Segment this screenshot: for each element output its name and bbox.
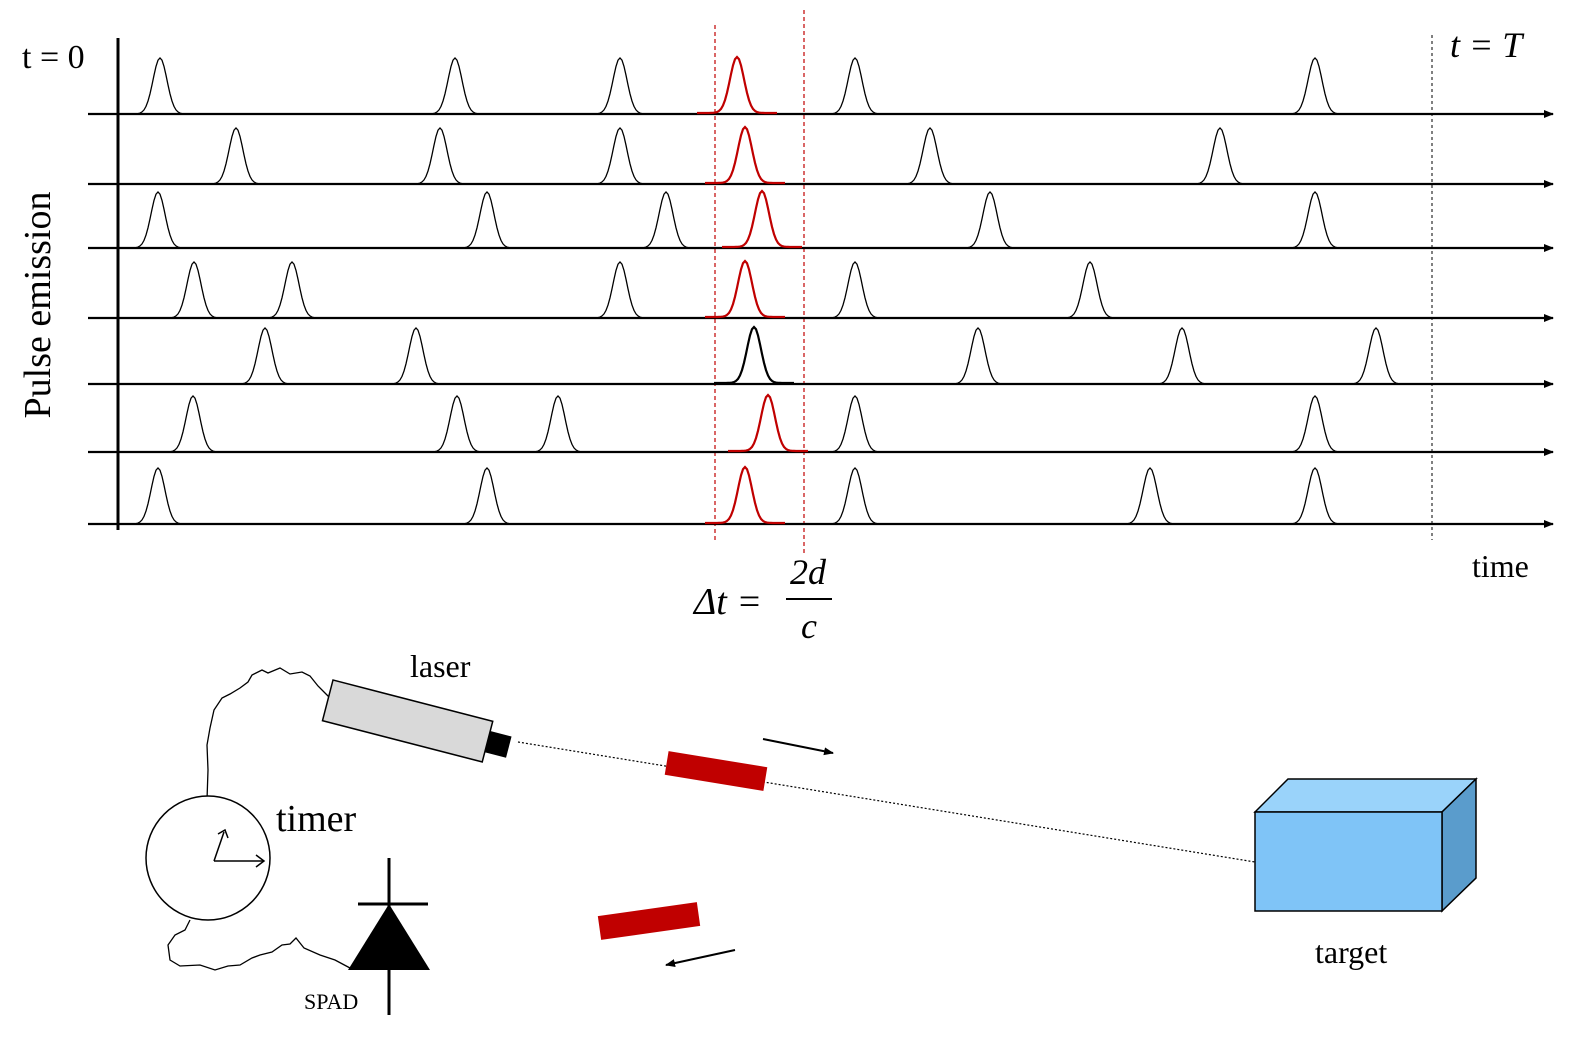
noise-pulse: [1275, 57, 1355, 115]
timer-spad-cable: [167, 919, 351, 971]
noise-pulse: [225, 327, 305, 385]
noise-pulse: [580, 127, 660, 185]
pulse-rows: [88, 55, 1554, 528]
noise-pulse: [447, 191, 527, 249]
noise-pulse: [518, 395, 598, 453]
noise-pulse: [252, 261, 332, 319]
x-axis-label: time: [1472, 548, 1529, 584]
returning-photon-packet: [597, 902, 701, 940]
noise-pulse: [815, 395, 895, 453]
noise-pulse: [1050, 261, 1130, 319]
noise-pulse: [153, 395, 233, 453]
noise-pulse: [815, 467, 895, 525]
laser-label: laser: [410, 648, 471, 684]
noise-pulse: [400, 127, 480, 185]
noise-pulse: [447, 467, 527, 525]
setup-illustration: timer laser SPAD target: [145, 648, 1478, 1015]
noise-pulse: [376, 327, 456, 385]
laser-aperture: [484, 730, 512, 758]
noise-pulse: [118, 191, 198, 249]
pulse-timeline: t = 0 t = T Pulse emission time Δt = 2d …: [17, 10, 1554, 646]
noise-pulse: [1180, 127, 1260, 185]
noise-pulse: [626, 191, 706, 249]
signal-pulse: [697, 55, 777, 115]
noise-pulse: [118, 467, 198, 525]
noise-pulse: [890, 127, 970, 185]
tT-label: t = T: [1450, 25, 1525, 65]
noise-pulse: [580, 57, 660, 115]
target-top-face: [1253, 778, 1478, 813]
laser-body: [321, 679, 494, 763]
delta-t-formula: Δt = 2d c: [692, 552, 832, 646]
spad-detector-icon: [348, 858, 430, 1015]
signal-pulse: [705, 465, 785, 525]
noise-pulse: [1336, 327, 1416, 385]
noise-pulse: [1275, 191, 1355, 249]
noise-pulse: [1110, 467, 1190, 525]
noise-pulse: [815, 261, 895, 319]
signal-pulse: [728, 393, 808, 453]
noise-pulse: [120, 57, 200, 115]
signal-pulse: [722, 189, 802, 249]
noise-pulse: [938, 327, 1018, 385]
timer-dial: [145, 795, 271, 921]
noise-pulse: [417, 395, 497, 453]
noise-pulse: [950, 191, 1030, 249]
delta-t-denominator: c: [801, 606, 817, 646]
noise-pulse: [415, 57, 495, 115]
timer-laser-cable: [206, 667, 331, 801]
noise-pulse: [815, 57, 895, 115]
signal-pulse: [705, 125, 785, 185]
timer-label: timer: [276, 798, 357, 840]
noise-pulse: [1275, 395, 1355, 453]
signal-pulse: [705, 259, 785, 319]
noise-pulse: [1142, 327, 1222, 385]
target-label: target: [1315, 934, 1387, 970]
returning-direction-arrow: [665, 949, 736, 967]
target-box: [1253, 777, 1478, 913]
laser-device: [321, 679, 512, 763]
laser-beam: [517, 741, 1256, 863]
target-front-face: [1254, 811, 1443, 912]
noise-pulse: [196, 127, 276, 185]
noise-pulse: [580, 261, 660, 319]
y-axis-label: Pulse emission: [17, 192, 59, 419]
noise-pulse: [154, 261, 234, 319]
outgoing-direction-arrow: [762, 738, 834, 756]
t0-label: t = 0: [22, 39, 85, 76]
signal-pulse: [714, 325, 794, 385]
delta-t-numerator: 2d: [790, 552, 827, 592]
outgoing-photon-packet: [664, 751, 768, 791]
clock-hands-icon: [213, 828, 266, 868]
delta-t-lhs: Δt =: [692, 581, 762, 623]
spad-label: SPAD: [304, 989, 358, 1014]
noise-pulse: [1275, 467, 1355, 525]
